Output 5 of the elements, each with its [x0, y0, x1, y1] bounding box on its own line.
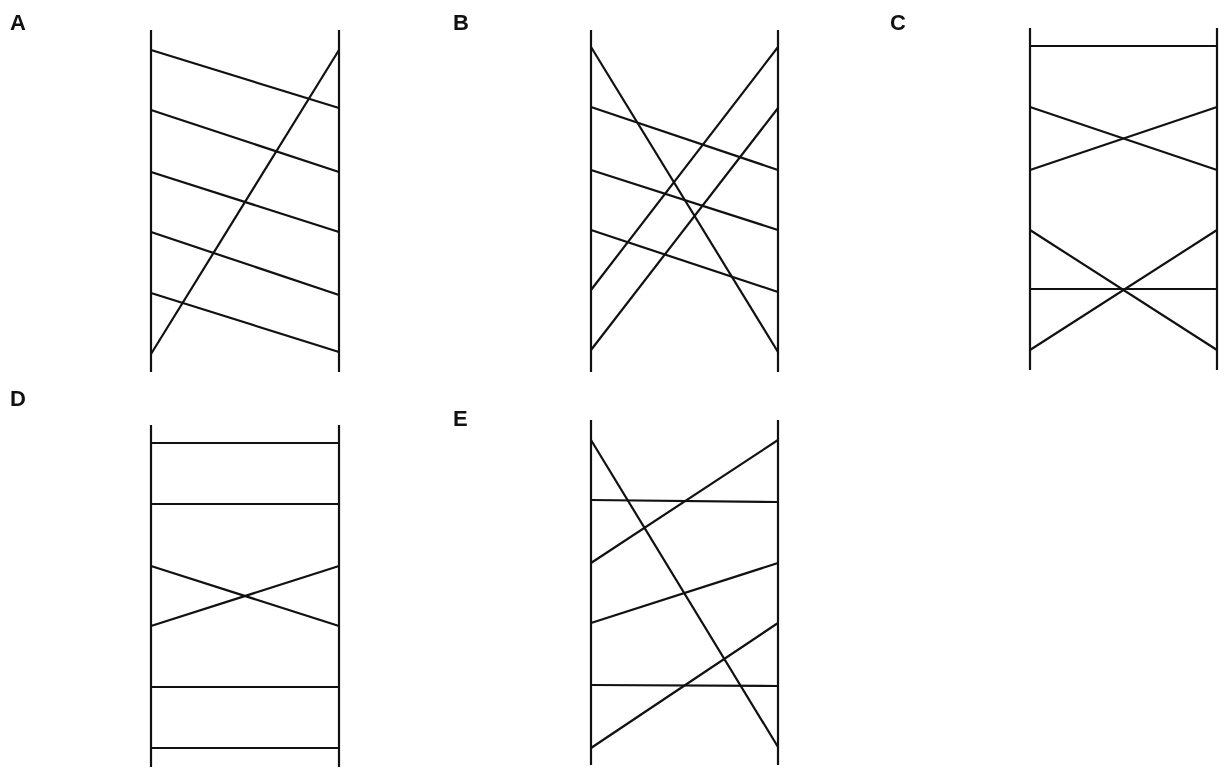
- panel-label: E: [453, 408, 468, 430]
- panel-label: D: [10, 388, 26, 410]
- panel-label: A: [10, 12, 26, 34]
- panel-label: B: [453, 12, 469, 34]
- panel-label: C: [890, 12, 906, 34]
